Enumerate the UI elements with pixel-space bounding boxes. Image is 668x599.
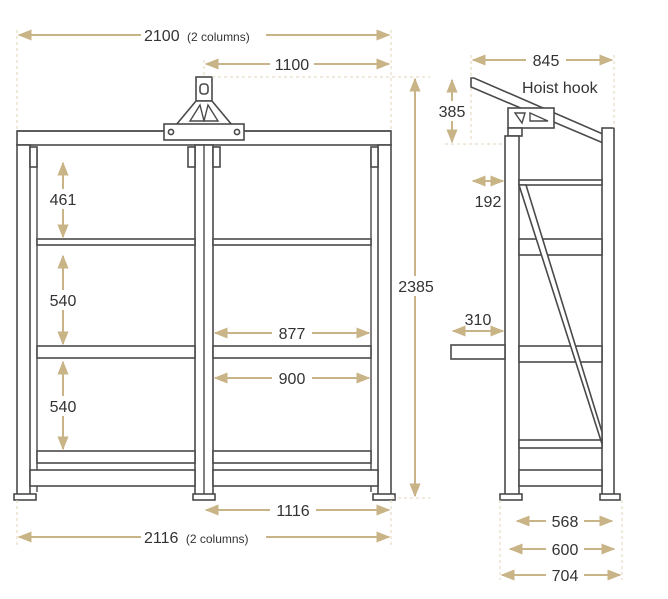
shelf <box>36 345 196 359</box>
middle-shelf-height-label: 540 <box>50 293 77 310</box>
base-beam <box>29 469 196 487</box>
base-beam <box>212 469 379 487</box>
side-rear-upright <box>601 127 615 499</box>
extension-tray <box>450 344 506 360</box>
depth-568-label: 568 <box>552 514 579 531</box>
hoist-bracket <box>507 107 555 129</box>
column-width-label: 1100 <box>275 57 310 74</box>
hook-offset-label: 192 <box>475 194 502 211</box>
left-upright <box>16 144 31 499</box>
shelf <box>212 450 372 464</box>
side-shelf <box>518 238 603 256</box>
foot <box>13 493 37 501</box>
side-shelf <box>518 345 603 363</box>
hoist-width-label: 845 <box>533 53 560 70</box>
total-height-label: 2385 <box>398 279 434 296</box>
depth-704-label: 704 <box>552 568 579 585</box>
diagonal-brace <box>517 184 603 445</box>
side-front-upright <box>504 135 520 499</box>
shelf <box>212 238 372 246</box>
top-shelf-height-label: 461 <box>50 192 77 209</box>
side-shelf <box>518 439 603 449</box>
column-spacing-label: 1116 <box>276 503 309 520</box>
hoist-hook-label: Hoist hook <box>522 80 599 97</box>
dimension-labels: 2100 (2 columns) 1100 461 540 540 877 90… <box>46 25 599 585</box>
foot <box>499 493 523 501</box>
foot <box>372 493 396 501</box>
side-base <box>518 469 603 487</box>
right-upright <box>377 144 392 499</box>
bottom-shelf-height-label: 540 <box>50 399 77 416</box>
total-width-top-label: 2100 (2 columns) <box>144 28 250 45</box>
extension-lines <box>16 30 623 580</box>
side-view <box>450 77 621 501</box>
total-width-bottom-label: 2116 (2 columns) <box>144 530 249 547</box>
depth-600-label: 600 <box>552 542 579 559</box>
side-shelf <box>518 179 603 186</box>
foot <box>192 493 216 501</box>
inner-width-900-label: 900 <box>279 371 306 388</box>
shelf <box>36 450 196 464</box>
extension-label: 310 <box>465 312 492 329</box>
front-view <box>13 76 396 501</box>
inner-width-877-label: 877 <box>279 326 306 343</box>
shelf <box>212 345 372 359</box>
foot <box>599 493 621 501</box>
hoist-height-label: 385 <box>439 104 466 121</box>
shelf <box>36 238 196 246</box>
lifting-lug <box>163 76 245 141</box>
